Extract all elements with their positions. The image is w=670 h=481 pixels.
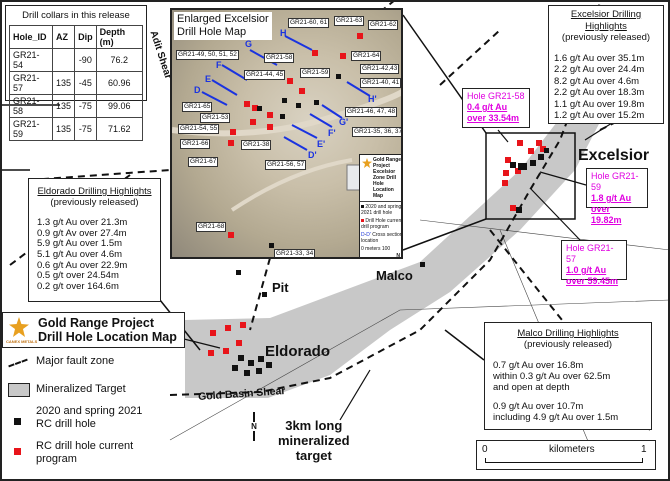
collars-title: Drill collars in this release bbox=[22, 10, 130, 21]
hole-label: GR21-44, 45 bbox=[244, 70, 286, 80]
black-drill-holes bbox=[232, 148, 549, 376]
inset-north: N bbox=[396, 253, 400, 259]
hole-label: GR21-63 bbox=[334, 16, 365, 26]
callout-arrows bbox=[179, 122, 613, 421]
col-hole-id: Hole_ID bbox=[8, 25, 54, 49]
excelsior-detail-box bbox=[485, 132, 576, 220]
hole-label: GR21-33, 34 bbox=[274, 249, 316, 257]
hole-label: GR21-40, 41 bbox=[360, 78, 401, 88]
hole-label: GR21-62 bbox=[368, 20, 399, 30]
hole-label: GR21-64 bbox=[351, 51, 382, 61]
hole-label: GR21-53 bbox=[200, 113, 231, 123]
hole-label: GR21-59 bbox=[300, 68, 331, 78]
col-dip: Dip bbox=[74, 25, 97, 49]
section-label: E bbox=[205, 74, 212, 84]
excelsior-highlights-panel: Excelsior Drilling Highlights (previousl… bbox=[548, 5, 664, 124]
legend-target-swatch bbox=[8, 383, 30, 397]
section-label: F bbox=[216, 60, 222, 70]
canex-logo-icon bbox=[9, 317, 29, 337]
hole-label: GR21-42,43 bbox=[360, 64, 400, 74]
eldorado-label: Eldorado bbox=[265, 343, 331, 360]
col-depth: Depth (m) bbox=[95, 25, 144, 49]
section-label: E' bbox=[317, 139, 326, 149]
hole-label: GR21-46, 47, 48 bbox=[345, 107, 398, 117]
canex-logo-icon bbox=[362, 158, 372, 168]
hole-label: GR21-60, 61 bbox=[288, 18, 330, 28]
hole-label: GR21-65 bbox=[182, 102, 213, 112]
red-square-icon bbox=[361, 219, 364, 222]
mineralized-target-band bbox=[185, 118, 600, 398]
scale-bar: 0 kilometers 1 bbox=[476, 440, 656, 470]
eldorado-highlights-panel: Eldorado Drilling Highlights (previously… bbox=[28, 178, 161, 302]
section-label: G' bbox=[339, 117, 349, 127]
cross-section-lines bbox=[201, 35, 371, 151]
section-label: D bbox=[194, 85, 201, 95]
north-arrow-icon: N bbox=[250, 412, 258, 441]
excelsior-label: Excelsior bbox=[578, 147, 650, 164]
logo-text: CANEX METALS bbox=[6, 339, 38, 344]
hole-label: GR21-35, 36, 37 bbox=[352, 127, 403, 137]
legend-black-square bbox=[14, 418, 21, 425]
inset-legend-red: Drill Hole current drill program bbox=[361, 218, 403, 230]
section-label: H bbox=[280, 28, 287, 38]
hole-label: GR21-38 bbox=[241, 140, 272, 150]
malco-highlights-panel: Malco Drilling Highlights (previously re… bbox=[484, 322, 652, 430]
section-label: H' bbox=[368, 94, 377, 104]
hole-label: GR21-58 bbox=[264, 53, 295, 63]
legend-fault: Major fault zone bbox=[36, 355, 115, 367]
hole-label: GR21-56, 57 bbox=[265, 160, 307, 170]
hole-label: GR21-54, 55 bbox=[178, 124, 220, 134]
col-az: AZ bbox=[52, 25, 76, 49]
malco-label: Malco bbox=[376, 268, 413, 283]
black-square-icon bbox=[361, 205, 364, 208]
section-label: D' bbox=[308, 150, 317, 160]
legend-red-square bbox=[14, 448, 21, 455]
hole-label: GR21-66 bbox=[180, 139, 211, 149]
hole-label: GR21-67 bbox=[188, 157, 219, 167]
legend-target: Mineralized Target bbox=[36, 383, 126, 395]
hole-label: GR21-68 bbox=[196, 222, 227, 232]
pit-label: Pit bbox=[272, 280, 289, 295]
section-label: G bbox=[245, 39, 253, 49]
inset-legend-black: 2020 and spring 2021 drill hole bbox=[361, 204, 402, 216]
inset-scale: 0 meters 100 bbox=[361, 246, 391, 252]
hole-label: GR21-49, 50, 51, 52 bbox=[176, 50, 239, 60]
inset-legend-cross: D-D' Cross section location bbox=[361, 232, 403, 244]
red-drill-holes bbox=[208, 140, 546, 356]
section-label: F' bbox=[328, 128, 336, 138]
